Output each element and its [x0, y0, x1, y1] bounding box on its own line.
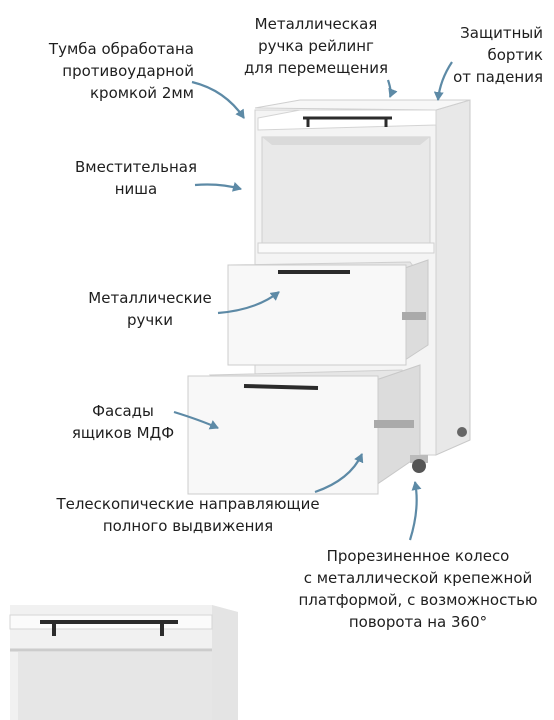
arrow-edge-treatment	[191, 80, 245, 119]
arrow-telescopic-slides	[314, 453, 364, 494]
label-protective-rim: Защитный бортик от падения	[453, 24, 543, 86]
upper-drawer-slide	[402, 312, 426, 320]
cabinet-side-panel	[435, 99, 471, 456]
lower-drawer-front	[187, 375, 379, 495]
arrow-open-niche	[194, 181, 242, 192]
label-rail-handle: Металлическая ручка рейлинг для перемеще…	[243, 15, 389, 77]
rim-detail-inset	[9, 605, 238, 720]
arrow-rail-handle	[386, 79, 398, 98]
niche-shelf	[257, 242, 435, 254]
label-edge-treatment: Тумба обработана противоударной кромкой …	[48, 40, 194, 102]
label-caster-wheel: Прорезиненное колесо с металлической кре…	[298, 547, 538, 631]
caster-wheels	[410, 427, 467, 473]
lower-drawer	[187, 364, 421, 495]
open-niche	[261, 136, 431, 246]
lower-drawer-handle	[243, 384, 319, 390]
arrow-caster-wheel	[408, 481, 422, 541]
cabinet	[187, 99, 471, 495]
label-open-niche: Вместительная ниша	[75, 158, 197, 198]
label-metal-handles: Металлические ручки	[88, 289, 212, 329]
lower-drawer-slide	[374, 420, 414, 428]
upper-drawer	[227, 259, 429, 366]
arrow-metal-handles	[217, 291, 280, 315]
label-mdf-fronts: Фасады ящиков МДФ	[71, 402, 175, 442]
protective-rim	[257, 109, 437, 131]
label-telescopic-slides: Телескопические направляющие полного выд…	[56, 495, 320, 535]
cabinet-top	[254, 99, 471, 111]
upper-drawer-front	[227, 264, 407, 366]
rail-handle	[303, 116, 392, 127]
arrow-protective-rim	[433, 61, 453, 101]
arrow-mdf-fronts	[173, 410, 219, 430]
